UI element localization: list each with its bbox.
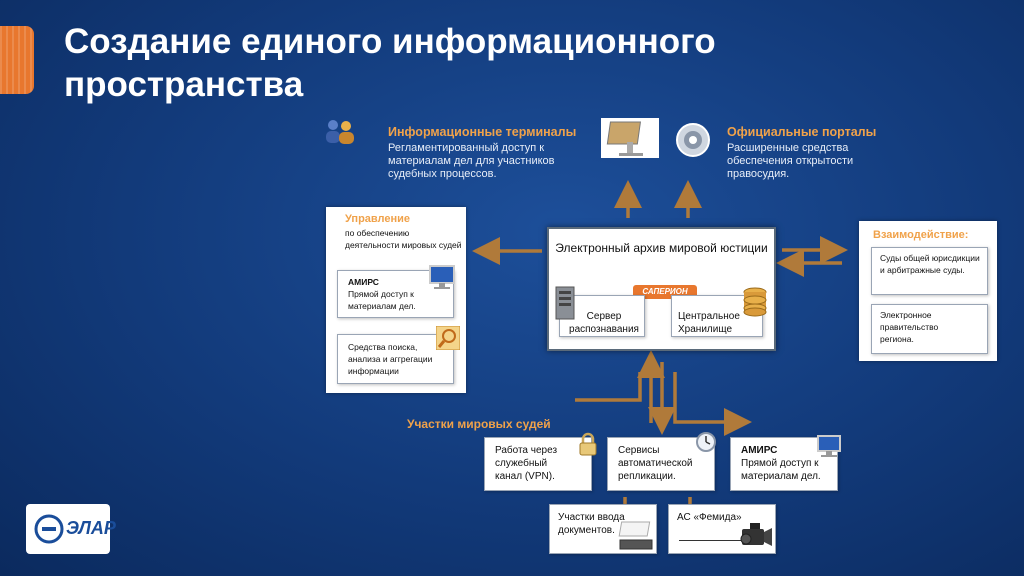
terminals-heading: Информационные терминалы (388, 125, 577, 139)
femida-underline (679, 540, 749, 541)
title-accent-bar (0, 26, 34, 94)
database-icon (743, 287, 767, 317)
femida-label: АС «Фемида» (677, 512, 742, 523)
management-search-desc: Средства поиска, анализа и аггрегации ин… (348, 342, 433, 376)
monitor-icon (817, 435, 841, 457)
vpn-box: Работа через служебный канал (VPN). (484, 437, 592, 491)
management-search-box: Средства поиска, анализа и аггрегации ин… (337, 334, 454, 384)
management-amirs-desc: Прямой доступ к материалам дел. (348, 289, 416, 311)
central-storage-label: Центральное Хранилище (678, 311, 740, 335)
monitor-icon (429, 265, 455, 289)
courts-box: Суды общей юрисдикции и арбитражные суды… (871, 247, 988, 295)
portal-disc-icon (676, 123, 710, 157)
sites-heading: Участки мировых судей (407, 417, 551, 431)
archive-title: Электронный архив мировой юстиции (555, 241, 768, 255)
vpn-label: Работа через служебный канал (VPN). (495, 445, 558, 482)
elar-logo-mark-icon (34, 514, 64, 544)
management-heading: Управление (345, 213, 411, 225)
video-camera-icon (740, 523, 772, 546)
lock-icon (579, 432, 597, 456)
government-box: Электронное правительство региона. (871, 304, 988, 354)
electronic-archive-box: Электронный архив мировой юстиции САПЕРИ… (547, 227, 776, 351)
terminals-desc: Регламентированный доступ к материалам д… (388, 142, 555, 180)
sites-amirs-box: АМИРС Прямой доступ к материалам дел. (730, 437, 838, 491)
portals-heading: Официальные порталы (727, 125, 877, 139)
elar-logo: ЭЛАР (26, 504, 116, 554)
replication-box: Сервисы автоматической репликации. (607, 437, 715, 491)
management-amirs-title: АМИРС (348, 277, 379, 287)
courts-label: Суды общей юрисдикции и арбитражные суды… (880, 253, 980, 275)
recognition-server-label: Сервер распознавания (569, 311, 639, 335)
sites-amirs-title: АМИРС (741, 445, 778, 456)
magnifier-icon (436, 326, 460, 350)
government-label: Электронное правительство региона. (880, 310, 939, 344)
management-panel: Управление по обеспечению деятельности м… (326, 207, 466, 393)
server-icon (555, 286, 575, 320)
arrow-to-amirs (673, 372, 752, 436)
interaction-heading: Взаимодействие: (873, 229, 969, 241)
sites-amirs-desc: Прямой доступ к материалам дел. (741, 458, 821, 482)
page-title: Создание единого информационного простра… (64, 22, 716, 104)
portals-desc: Расширенные средства обеспечения открыто… (727, 142, 854, 180)
kiosk-terminal-icon (601, 118, 659, 158)
management-desc: по обеспечению деятельности мировых суде… (345, 228, 462, 250)
interaction-panel: Взаимодействие: Суды общей юрисдикции и … (859, 221, 997, 361)
scanner-icon (618, 521, 653, 550)
users-icon (326, 120, 354, 144)
arrow-to-sites-label (575, 372, 642, 402)
input-sites-label: Участки ввода документов. (558, 512, 625, 536)
replication-label: Сервисы автоматической репликации. (618, 445, 693, 482)
elar-logo-text: ЭЛАР (66, 518, 116, 538)
clock-icon (696, 432, 716, 452)
